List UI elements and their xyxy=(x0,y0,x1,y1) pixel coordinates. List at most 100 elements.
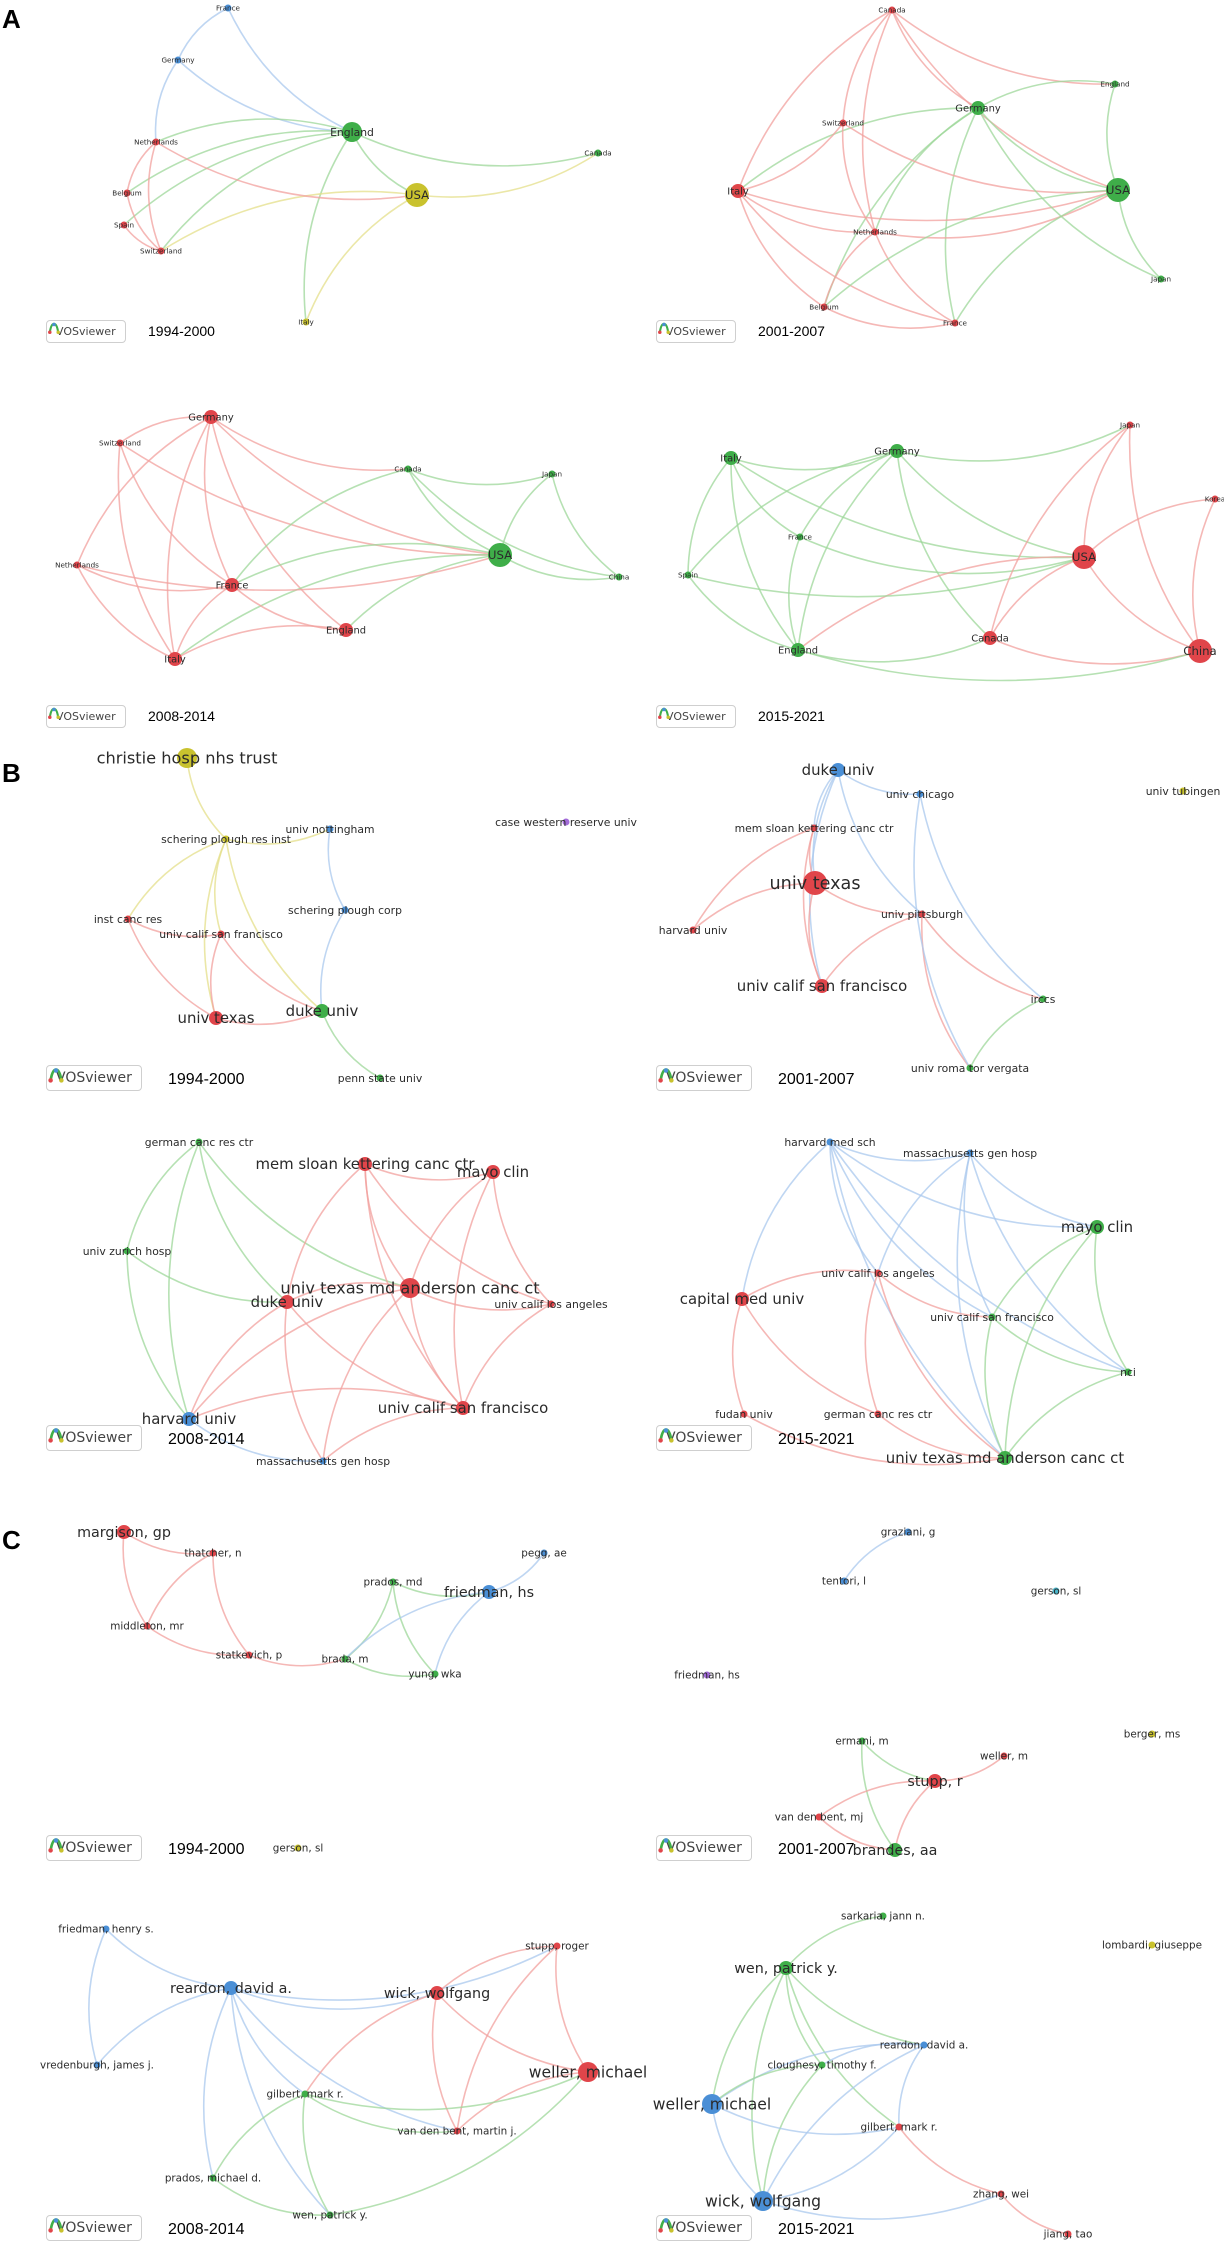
node-label: univ nottingham xyxy=(285,823,374,836)
network-edge xyxy=(977,107,1119,191)
network-node xyxy=(1052,1587,1060,1595)
network-edge xyxy=(126,1141,200,1252)
node-label: graziani, g xyxy=(881,1527,936,1539)
network-edge xyxy=(989,424,1131,639)
network-node xyxy=(209,1549,217,1557)
node-label: pegg, ae xyxy=(521,1548,567,1560)
network-node xyxy=(916,790,924,798)
network-edge xyxy=(431,1992,458,2132)
node-label: harvard univ xyxy=(659,924,728,937)
node-label: Japan xyxy=(1150,275,1171,284)
network-edge xyxy=(944,107,979,324)
network-node xyxy=(684,571,692,579)
network-edge xyxy=(344,1658,436,1678)
network-node xyxy=(315,1004,329,1018)
node-label: prados, michael d. xyxy=(165,2173,261,2185)
network-edge xyxy=(751,1967,787,2202)
network-edge xyxy=(434,1591,490,1675)
network-edge xyxy=(304,2071,589,2111)
node-label: Spain xyxy=(114,221,134,230)
network-edge xyxy=(392,1581,436,1675)
node-label: Italy xyxy=(727,186,749,197)
network-node xyxy=(840,1577,848,1585)
node-label: univ texas xyxy=(770,874,861,894)
vosviewer-logo-icon xyxy=(658,322,670,334)
network-edge xyxy=(823,231,876,308)
node-label: Canada xyxy=(394,465,421,474)
network-edge xyxy=(799,450,898,538)
node-label: harvard med sch xyxy=(784,1136,875,1149)
network-edge xyxy=(231,542,501,586)
network-edge xyxy=(212,2177,331,2216)
node-label: berger, ms xyxy=(1124,1729,1180,1741)
network-node xyxy=(456,1401,470,1415)
node-label: duke univ xyxy=(802,761,875,779)
node-label: friedman, hs xyxy=(444,1585,534,1601)
network-edge xyxy=(785,1967,900,2128)
network-node xyxy=(73,561,81,569)
network-edge xyxy=(456,2071,589,2132)
node-label: gerson, sl xyxy=(273,1843,324,1855)
node-label: Italy xyxy=(298,318,314,327)
network-node xyxy=(102,1925,110,1933)
network-node xyxy=(341,1655,349,1663)
node-label: zhang, wei xyxy=(973,2189,1029,2201)
node-label: prados, md xyxy=(364,1577,423,1589)
node-label: tentori, l xyxy=(822,1576,866,1588)
network-edge xyxy=(687,574,799,651)
network-node xyxy=(294,1844,302,1852)
network-edge xyxy=(730,457,799,651)
node-label: gilbert, mark r. xyxy=(860,2122,937,2134)
network-edge xyxy=(319,909,346,1012)
network-node xyxy=(779,1961,793,1975)
network-edge xyxy=(797,450,898,651)
node-label: weller, michael xyxy=(653,2095,771,2113)
node-label: thatcher, n xyxy=(184,1548,241,1560)
network-edge xyxy=(407,468,553,486)
network-node xyxy=(615,573,623,581)
network-edge xyxy=(741,1269,879,1300)
network-node xyxy=(123,189,131,197)
network-edge xyxy=(891,9,1116,85)
node-label: Netherlands xyxy=(134,138,178,147)
network-edge xyxy=(174,624,347,660)
node-label: reardon, david a. xyxy=(880,2040,969,2052)
network-edge xyxy=(877,1413,1006,1459)
node-label: stupp, roger xyxy=(525,1941,589,1953)
vosviewer-badge-text: VOSviewer xyxy=(56,710,116,723)
network-node xyxy=(895,2123,903,2131)
network-edge xyxy=(231,468,409,586)
network-node xyxy=(890,444,904,458)
node-label: gerson, sl xyxy=(1031,1586,1082,1598)
node-label: friedman, henry s. xyxy=(58,1924,154,1936)
network-edge xyxy=(231,584,347,631)
network-edge xyxy=(1083,556,1201,652)
network-node xyxy=(1126,421,1134,429)
network-node xyxy=(874,1269,882,1277)
period-label: 2001-2007 xyxy=(758,323,825,339)
network-node xyxy=(735,1292,749,1306)
network-node xyxy=(966,1149,974,1157)
network-edge xyxy=(984,1316,1006,1459)
network-edge xyxy=(160,190,418,252)
network-node xyxy=(222,835,230,843)
network-edge xyxy=(977,79,1116,109)
network-edge xyxy=(198,1141,411,1289)
network-edge xyxy=(555,1945,589,2073)
node-label: England xyxy=(1100,80,1129,89)
node-label: brandes, aa xyxy=(853,1843,938,1859)
network-edge xyxy=(230,1945,558,2001)
network-node xyxy=(918,910,926,918)
network-edge xyxy=(248,1654,346,1667)
network-edge xyxy=(220,933,323,1012)
node-label: vredenburgh, james j. xyxy=(40,2060,154,2072)
node-label: USA xyxy=(1106,183,1130,197)
network-edge xyxy=(177,59,353,133)
node-label: statkevich, p xyxy=(216,1650,283,1662)
node-label: USA xyxy=(405,188,429,202)
network-edge xyxy=(913,793,971,1069)
network-edge xyxy=(821,913,923,987)
network-edge xyxy=(843,1531,909,1582)
section-letter-b: B xyxy=(2,758,21,788)
